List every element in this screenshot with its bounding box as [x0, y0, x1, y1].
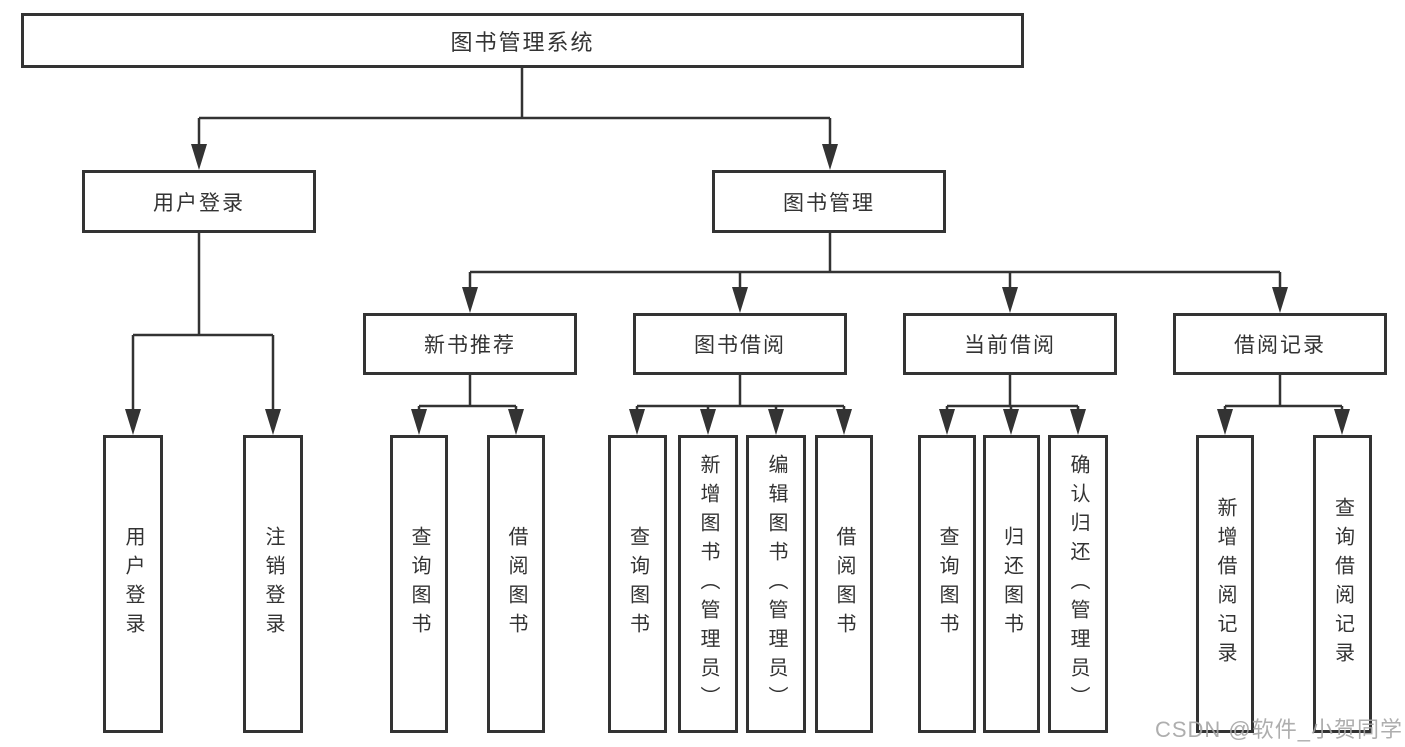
leaf-logout-label: 注销登录 — [262, 526, 284, 642]
leaf-edit-book-admin-label: 编辑图书（管理员） — [765, 453, 787, 715]
leaf-query-books-2: 查询图书 — [608, 435, 667, 733]
leaf-query-books-3-label: 查询图书 — [936, 526, 958, 642]
leaf-logout: 注销登录 — [243, 435, 303, 733]
node-user-login: 用户登录 — [82, 170, 316, 233]
node-borrow-records: 借阅记录 — [1173, 313, 1387, 375]
root-node-label: 图书管理系统 — [450, 29, 595, 55]
node-new-book-recommend: 新书推荐 — [363, 313, 577, 375]
leaf-confirm-return-admin: 确认归还（管理员） — [1048, 435, 1108, 733]
leaf-borrow-books-2-label: 借阅图书 — [833, 526, 855, 642]
leaf-edit-book-admin: 编辑图书（管理员） — [746, 435, 806, 733]
node-new-book-recommend-label: 新书推荐 — [424, 334, 516, 357]
leaf-add-book-admin: 新增图书（管理员） — [678, 435, 738, 733]
node-book-borrow: 图书借阅 — [633, 313, 847, 375]
leaf-query-books-1-label: 查询图书 — [408, 526, 430, 642]
leaf-query-borrow-record: 查询借阅记录 — [1313, 435, 1372, 733]
node-current-borrow: 当前借阅 — [903, 313, 1117, 375]
node-current-borrow-label: 当前借阅 — [964, 334, 1056, 357]
leaf-query-books-2-label: 查询图书 — [626, 526, 649, 642]
leaf-add-borrow-record-label: 新增借阅记录 — [1214, 497, 1236, 671]
leaf-confirm-return-admin-label: 确认归还（管理员） — [1067, 453, 1089, 715]
leaf-query-books-3: 查询图书 — [918, 435, 976, 733]
leaf-add-borrow-record: 新增借阅记录 — [1196, 435, 1254, 733]
leaf-add-book-admin-label: 新增图书（管理员） — [697, 453, 719, 715]
node-user-login-label: 用户登录 — [153, 191, 245, 215]
leaf-borrow-books-1-label: 借阅图书 — [505, 526, 527, 642]
leaf-user-login: 用户登录 — [103, 435, 163, 733]
root-node: 图书管理系统 — [21, 13, 1024, 68]
watermark: CSDN @软件_小贺同学 — [1154, 717, 1403, 742]
leaf-user-login-label: 用户登录 — [122, 526, 144, 642]
node-book-management-label: 图书管理 — [783, 191, 875, 215]
node-book-borrow-label: 图书借阅 — [694, 334, 786, 357]
leaf-query-borrow-record-label: 查询借阅记录 — [1331, 497, 1354, 671]
leaf-return-books-label: 归还图书 — [1000, 526, 1023, 642]
leaf-query-books-1: 查询图书 — [390, 435, 448, 733]
node-book-management: 图书管理 — [712, 170, 946, 233]
leaf-return-books: 归还图书 — [983, 435, 1040, 733]
leaf-borrow-books-2: 借阅图书 — [815, 435, 873, 733]
leaf-borrow-books-1: 借阅图书 — [487, 435, 545, 733]
node-borrow-records-label: 借阅记录 — [1234, 334, 1326, 357]
